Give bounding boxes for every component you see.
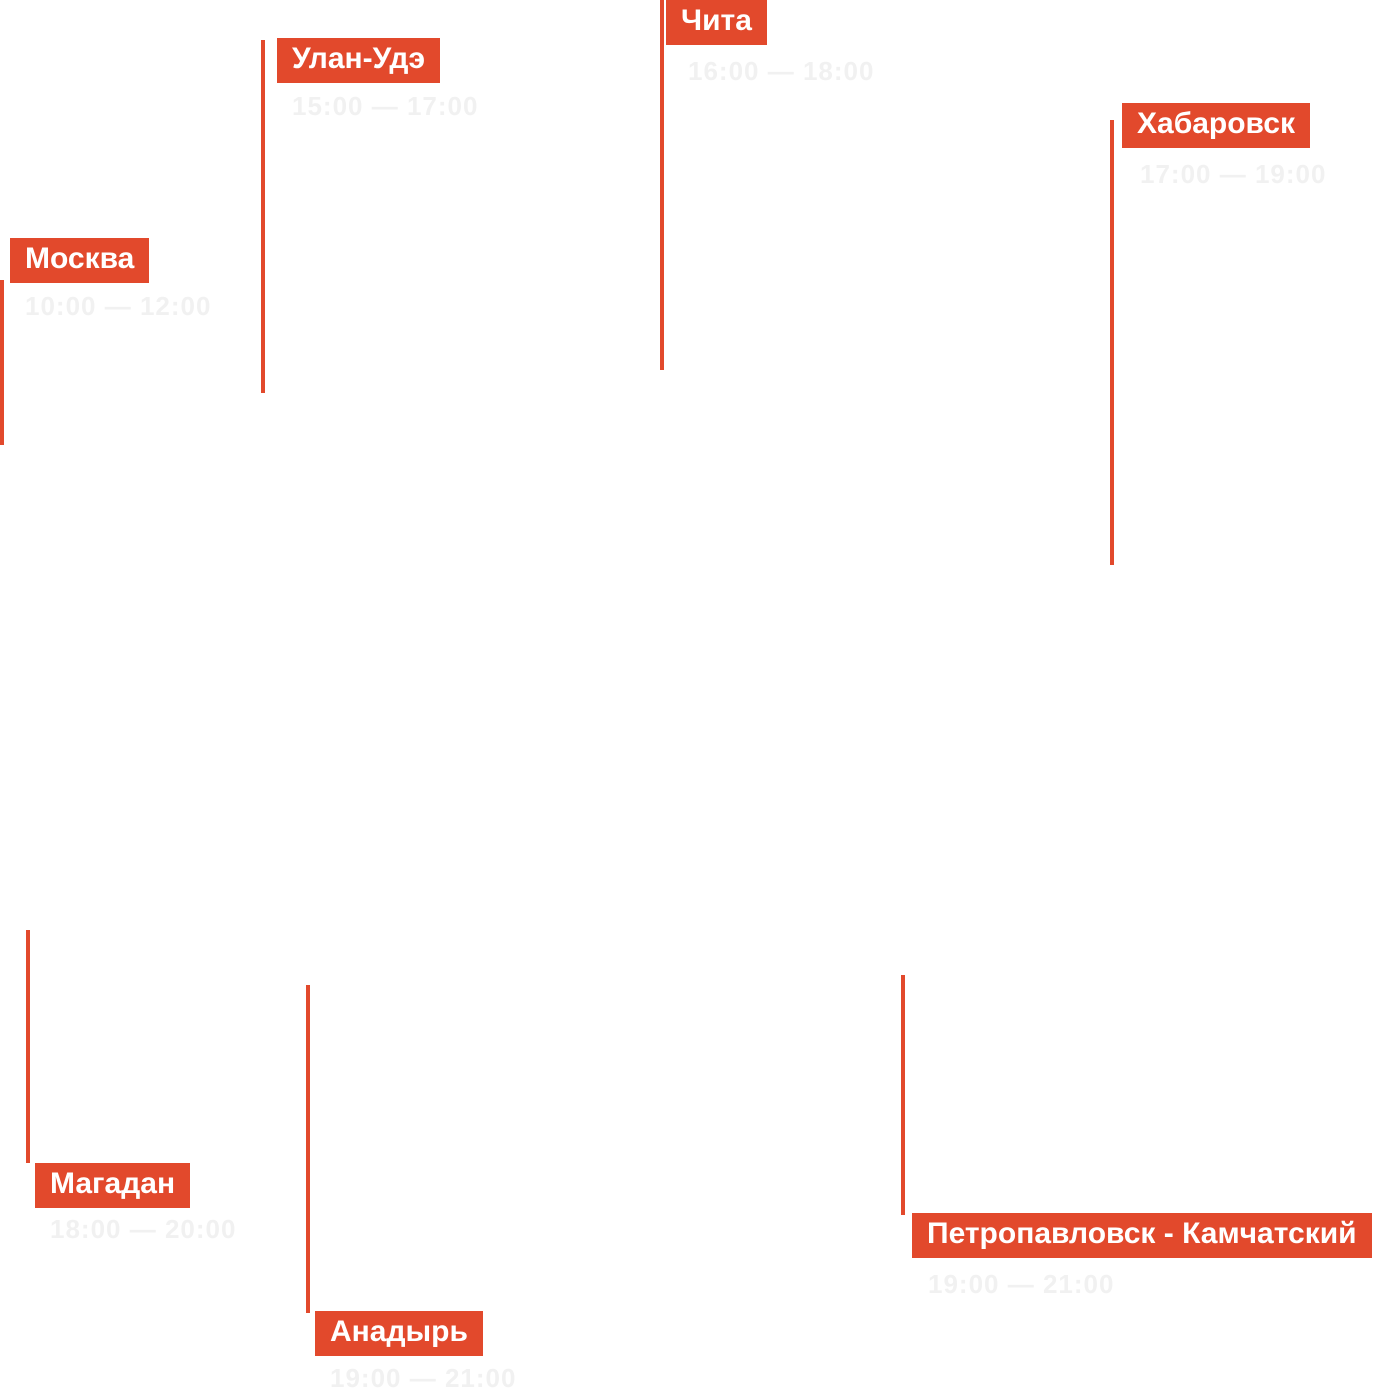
city-time-anadyr: 19:00 — 21:00	[330, 1363, 517, 1393]
callout-line-chita	[660, 0, 664, 370]
city-label-chita: Чита	[666, 0, 767, 45]
city-label-anadyr: Анадырь	[315, 1311, 483, 1356]
callout-line-anadyr	[306, 985, 310, 1313]
city-label-ulan-ude: Улан-Удэ	[277, 38, 441, 83]
city-label-magadan: Магадан	[35, 1163, 191, 1208]
city-label-petropavlovsk-kamchatsky: Петропавловск - Камчатский	[912, 1213, 1372, 1258]
city-time-magadan: 18:00 — 20:00	[50, 1214, 237, 1244]
city-time-moscow: 10:00 — 12:00	[25, 291, 212, 321]
city-time-khabarovsk: 17:00 — 19:00	[1140, 159, 1327, 189]
city-time-petropavlovsk-kamchatsky: 19:00 — 21:00	[928, 1269, 1115, 1299]
callout-line-ulan-ude	[261, 40, 265, 393]
callout-line-magadan	[26, 930, 30, 1163]
city-label-moscow: Москва	[10, 238, 150, 283]
city-time-chita: 16:00 — 18:00	[688, 56, 875, 86]
callout-line-khabarovsk	[1110, 120, 1114, 565]
callout-line-moscow	[0, 280, 4, 445]
callout-line-petropavlovsk-kamchatsky	[901, 975, 905, 1215]
city-time-ulan-ude: 15:00 — 17:00	[292, 91, 479, 121]
city-label-khabarovsk: Хабаровск	[1122, 103, 1310, 148]
